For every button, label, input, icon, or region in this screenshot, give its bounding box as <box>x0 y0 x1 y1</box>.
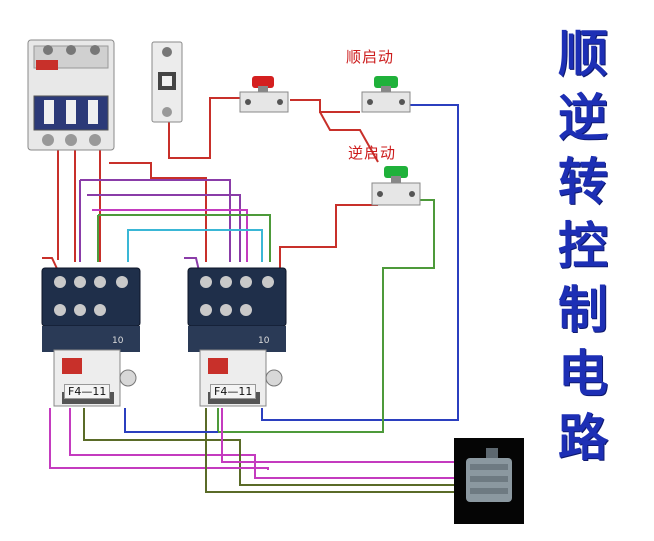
title-char: 制 <box>558 281 608 339</box>
contactor-forward-rating: 10 <box>112 336 124 346</box>
wire-out-2 <box>83 408 460 486</box>
wire-green-cross <box>97 214 271 262</box>
contactor-reverse-model: F4—11 <box>210 384 257 399</box>
title-char: 顺 <box>558 25 608 83</box>
motor <box>454 438 524 524</box>
contactor-reverse-rating: 10 <box>258 336 270 346</box>
title-char: 路 <box>558 409 608 467</box>
title-char: 转 <box>558 153 608 211</box>
main-breaker <box>27 39 115 151</box>
wire-out-6 <box>124 408 218 433</box>
title-char: 逆 <box>558 89 608 147</box>
reverse-start-label: 逆启动 <box>348 144 397 162</box>
side-title: 顺 逆 转 控 制 电 路 <box>528 22 638 470</box>
title-char: 控 <box>558 217 608 275</box>
control-breaker <box>151 41 183 123</box>
wire-control-red <box>168 97 240 159</box>
reverse-start-button <box>371 166 421 206</box>
wire-cyan-cross <box>127 229 263 262</box>
forward-start-button <box>361 76 411 113</box>
wire-out-3 <box>49 408 269 470</box>
wire-stop-to-start <box>290 99 360 113</box>
wire-reverse-down <box>279 204 378 270</box>
wire-out-1 <box>69 408 460 479</box>
wire-purple-c <box>87 194 241 262</box>
wires <box>42 97 460 493</box>
stop-button <box>239 76 289 113</box>
wire-purple-b <box>80 179 231 262</box>
wire-stop-to-reverse <box>319 111 379 163</box>
forward-start-label: 顺启动 <box>346 48 395 66</box>
wire-purple-d <box>92 209 248 262</box>
wire-forward-blue <box>261 104 459 421</box>
title-char: 电 <box>558 345 608 403</box>
contactor-forward-model: F4—11 <box>64 384 111 399</box>
wire-feed-4 <box>109 162 207 262</box>
wire-out-5 <box>221 408 460 463</box>
wire-out-4 <box>205 408 460 493</box>
